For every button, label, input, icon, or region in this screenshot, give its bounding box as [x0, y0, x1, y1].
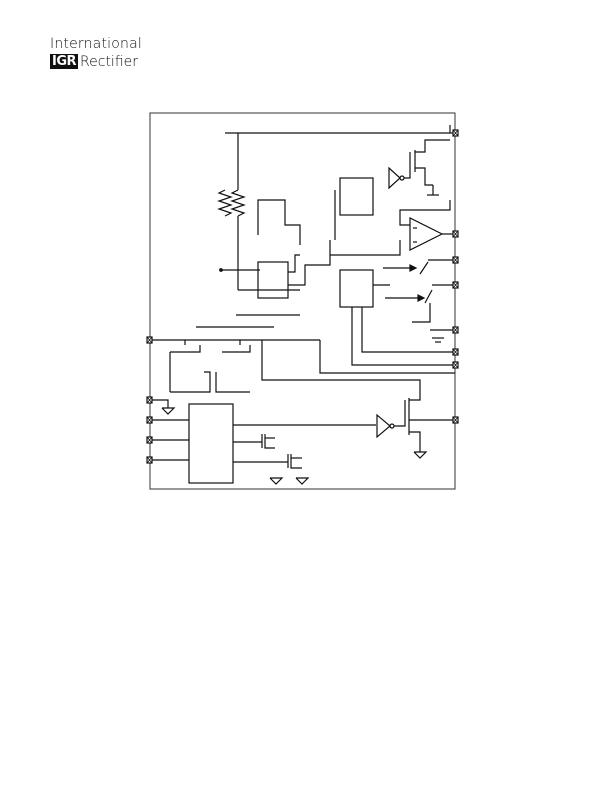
- switch2-down: [412, 303, 431, 323]
- driver-ground-wire: [150, 399, 169, 408]
- nmos1-body: [264, 434, 275, 449]
- pin-marks: [146, 129, 459, 464]
- logo-mark: IGR: [50, 54, 79, 69]
- control-block: [339, 269, 374, 308]
- opamp-feedback: [330, 240, 401, 256]
- pmos-top-drain: [415, 139, 450, 153]
- logo-line-international: International: [50, 36, 142, 52]
- divider-node: [219, 268, 223, 272]
- switch1-icon: [419, 261, 429, 275]
- out-stage-gate: [394, 400, 406, 427]
- opamp-icon: [409, 217, 444, 251]
- ground-bottom-2-icon: [295, 477, 310, 485]
- inverter-bottom-icon: [376, 413, 391, 439]
- diagram-frame: [149, 112, 456, 490]
- timer-block: [339, 177, 374, 216]
- switch1-arrowhead-icon: [409, 264, 418, 272]
- ground-out-icon: [413, 451, 428, 459]
- out-stage-drain: [409, 392, 421, 401]
- ground-left-icon: [161, 407, 176, 415]
- logic-block-upper: [257, 199, 301, 245]
- pmos-top-source: [415, 167, 433, 186]
- bus-mid-3: [319, 340, 455, 374]
- ctrl-out-2: [361, 307, 455, 353]
- logo-line-rectifier: Rectifier: [80, 54, 139, 70]
- pmos-top-gate: [404, 152, 411, 179]
- block-link-1: [288, 254, 300, 273]
- latch-cross-1: [170, 371, 211, 393]
- logic-block-lower: [257, 261, 289, 299]
- driver-block: [188, 403, 234, 484]
- switch2-arrowhead-icon: [417, 294, 426, 302]
- nmos2-body: [290, 454, 302, 469]
- ground-bottom-1-icon: [269, 477, 284, 485]
- resistor-upper-icon: [230, 189, 246, 217]
- latch-left: [170, 345, 201, 353]
- ctrl-out-1: [351, 307, 455, 366]
- block-link-2: [288, 240, 331, 286]
- bus-mid-4: [261, 340, 421, 392]
- inverter-top-icon: [388, 166, 401, 190]
- latch-cross-2: [215, 372, 250, 393]
- out-stage-source: [409, 431, 421, 452]
- resistor-lower-icon: [217, 189, 233, 217]
- switch2-icon: [424, 289, 433, 304]
- latch-right: [222, 345, 251, 353]
- opamp-ref: [399, 200, 451, 226]
